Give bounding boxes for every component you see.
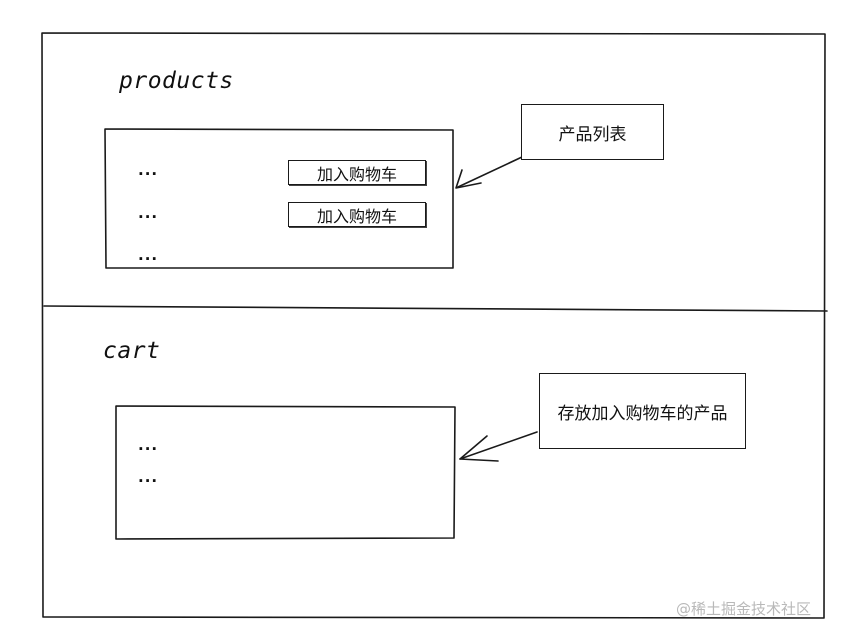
cart-arrow-head [459,435,499,462]
cart-section-title: cart [103,338,161,364]
products-section-title: products [119,68,234,94]
cart-item-1: ... [138,436,159,454]
products-note: 产品列表 [521,104,664,160]
products-arrow-line [457,156,523,188]
outer-frame [41,32,826,619]
section-divider [43,305,828,312]
products-item-1: ... [138,161,159,179]
add-to-cart-button-1[interactable]: 加入购物车 [288,160,426,185]
cart-note: 存放加入购物车的产品 [539,373,746,449]
cart-item-2: ... [138,468,159,486]
products-list-box [104,128,454,269]
products-item-3: ... [138,246,159,264]
cart-note-label: 存放加入购物车的产品 [557,403,728,424]
products-arrow-head [455,169,482,189]
watermark: @稀土掘金技术社区 [676,600,812,618]
products-note-label: 产品列表 [558,124,627,145]
cart-list-box [115,405,456,540]
cart-arrow-line [459,431,538,460]
add-to-cart-button-2[interactable]: 加入购物车 [288,202,426,227]
products-item-2: ... [138,204,159,222]
